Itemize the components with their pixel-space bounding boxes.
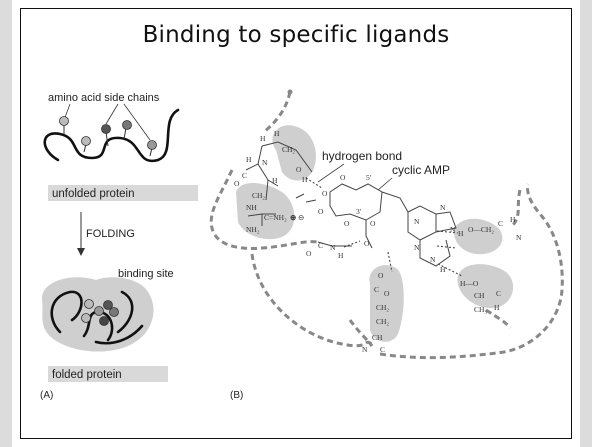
svg-text:H—O: H—O xyxy=(460,279,479,288)
svg-text:N: N xyxy=(450,225,456,234)
svg-text:N: N xyxy=(414,217,420,226)
panel-b: (B) xyxy=(211,90,562,402)
side-chain xyxy=(100,317,109,326)
svg-text:O: O xyxy=(318,207,324,216)
svg-text:O: O xyxy=(306,249,312,258)
binding-site-label: binding site xyxy=(118,268,174,280)
svg-text:O: O xyxy=(378,271,384,280)
svg-text:⊕: ⊕ xyxy=(290,213,297,222)
side-chains-label: amino acid side chains xyxy=(48,92,160,104)
backbone-bottom-left xyxy=(252,254,372,346)
svg-text:O: O xyxy=(384,289,390,298)
svg-text:N: N xyxy=(362,345,368,354)
side-chain xyxy=(123,121,132,130)
svg-text:O: O xyxy=(364,239,370,248)
svg-text:O: O xyxy=(322,189,328,198)
unfolded-side-chains xyxy=(60,117,157,157)
svg-text:H: H xyxy=(510,215,516,224)
unfolded-protein-label: unfolded protein xyxy=(52,188,134,200)
svg-text:3': 3' xyxy=(356,207,362,216)
side-chain xyxy=(82,314,91,323)
side-chain xyxy=(60,117,69,126)
svg-text:CH₂: CH₂ xyxy=(282,145,295,154)
folding-arrow-head xyxy=(77,248,85,256)
panel-a: amino acid side chains unfolded protein … xyxy=(40,92,198,401)
svg-text:H: H xyxy=(302,175,308,184)
svg-text:C: C xyxy=(242,171,247,180)
svg-text:N: N xyxy=(262,158,268,167)
panel-a-label: (A) xyxy=(40,390,53,401)
svg-text:CH: CH xyxy=(372,333,383,342)
side-chain xyxy=(110,308,119,317)
svg-text:H: H xyxy=(246,155,252,164)
svg-text:C: C xyxy=(496,289,501,298)
svg-text:H: H xyxy=(458,229,464,238)
svg-text:O—CH₂: O—CH₂ xyxy=(468,225,494,234)
folding-label: FOLDING xyxy=(86,228,135,240)
svg-text:CH₂: CH₂ xyxy=(376,303,389,312)
cyclic-amp-label: cyclic AMP xyxy=(392,163,450,177)
svg-text:H: H xyxy=(494,303,500,312)
svg-text:C: C xyxy=(318,241,323,250)
svg-text:CH: CH xyxy=(474,291,485,300)
panel-b-label: (B) xyxy=(230,390,243,401)
svg-text:H: H xyxy=(260,134,266,143)
svg-text:O: O xyxy=(340,173,346,182)
svg-text:CH₃: CH₃ xyxy=(474,305,487,314)
svg-text:⊖: ⊖ xyxy=(298,213,304,222)
side-chain xyxy=(95,307,104,316)
svg-text:N: N xyxy=(440,203,446,212)
folded-protein-label: folded protein xyxy=(52,369,122,381)
side-chain xyxy=(82,137,91,146)
svg-text:NH₂: NH₂ xyxy=(246,225,260,234)
svg-text:NH: NH xyxy=(246,203,257,212)
side-chain xyxy=(148,141,157,150)
side-chain xyxy=(102,125,111,134)
svg-text:C: C xyxy=(498,219,503,228)
svg-text:O: O xyxy=(234,179,240,188)
svg-text:O: O xyxy=(296,165,302,174)
svg-text:O: O xyxy=(370,219,376,228)
backbone-lower-right xyxy=(486,310,510,328)
svg-text:H: H xyxy=(338,251,344,260)
svg-text:N: N xyxy=(516,233,522,242)
cyclic-amp-molecule xyxy=(296,184,456,266)
hydrogen-bond-label: hydrogen bond xyxy=(322,149,402,163)
svg-text:O: O xyxy=(344,219,350,228)
svg-text:H: H xyxy=(272,176,278,185)
side-chain-leader-line xyxy=(106,104,118,124)
svg-text:C=NH₂: C=NH₂ xyxy=(264,213,287,222)
svg-text:N: N xyxy=(330,243,336,252)
side-chain xyxy=(85,300,94,309)
svg-text:H: H xyxy=(274,129,280,138)
svg-text:CH₂: CH₂ xyxy=(376,317,389,326)
svg-text:N: N xyxy=(414,243,420,252)
svg-text:CH₂: CH₂ xyxy=(252,191,265,200)
svg-text:C: C xyxy=(374,285,379,294)
svg-text:N: N xyxy=(430,255,436,264)
backbone-end xyxy=(288,90,293,95)
svg-text:5': 5' xyxy=(366,173,372,182)
svg-text:H: H xyxy=(440,265,446,274)
cyclic-amp-leader-line xyxy=(378,178,392,190)
svg-text:C: C xyxy=(380,345,385,354)
